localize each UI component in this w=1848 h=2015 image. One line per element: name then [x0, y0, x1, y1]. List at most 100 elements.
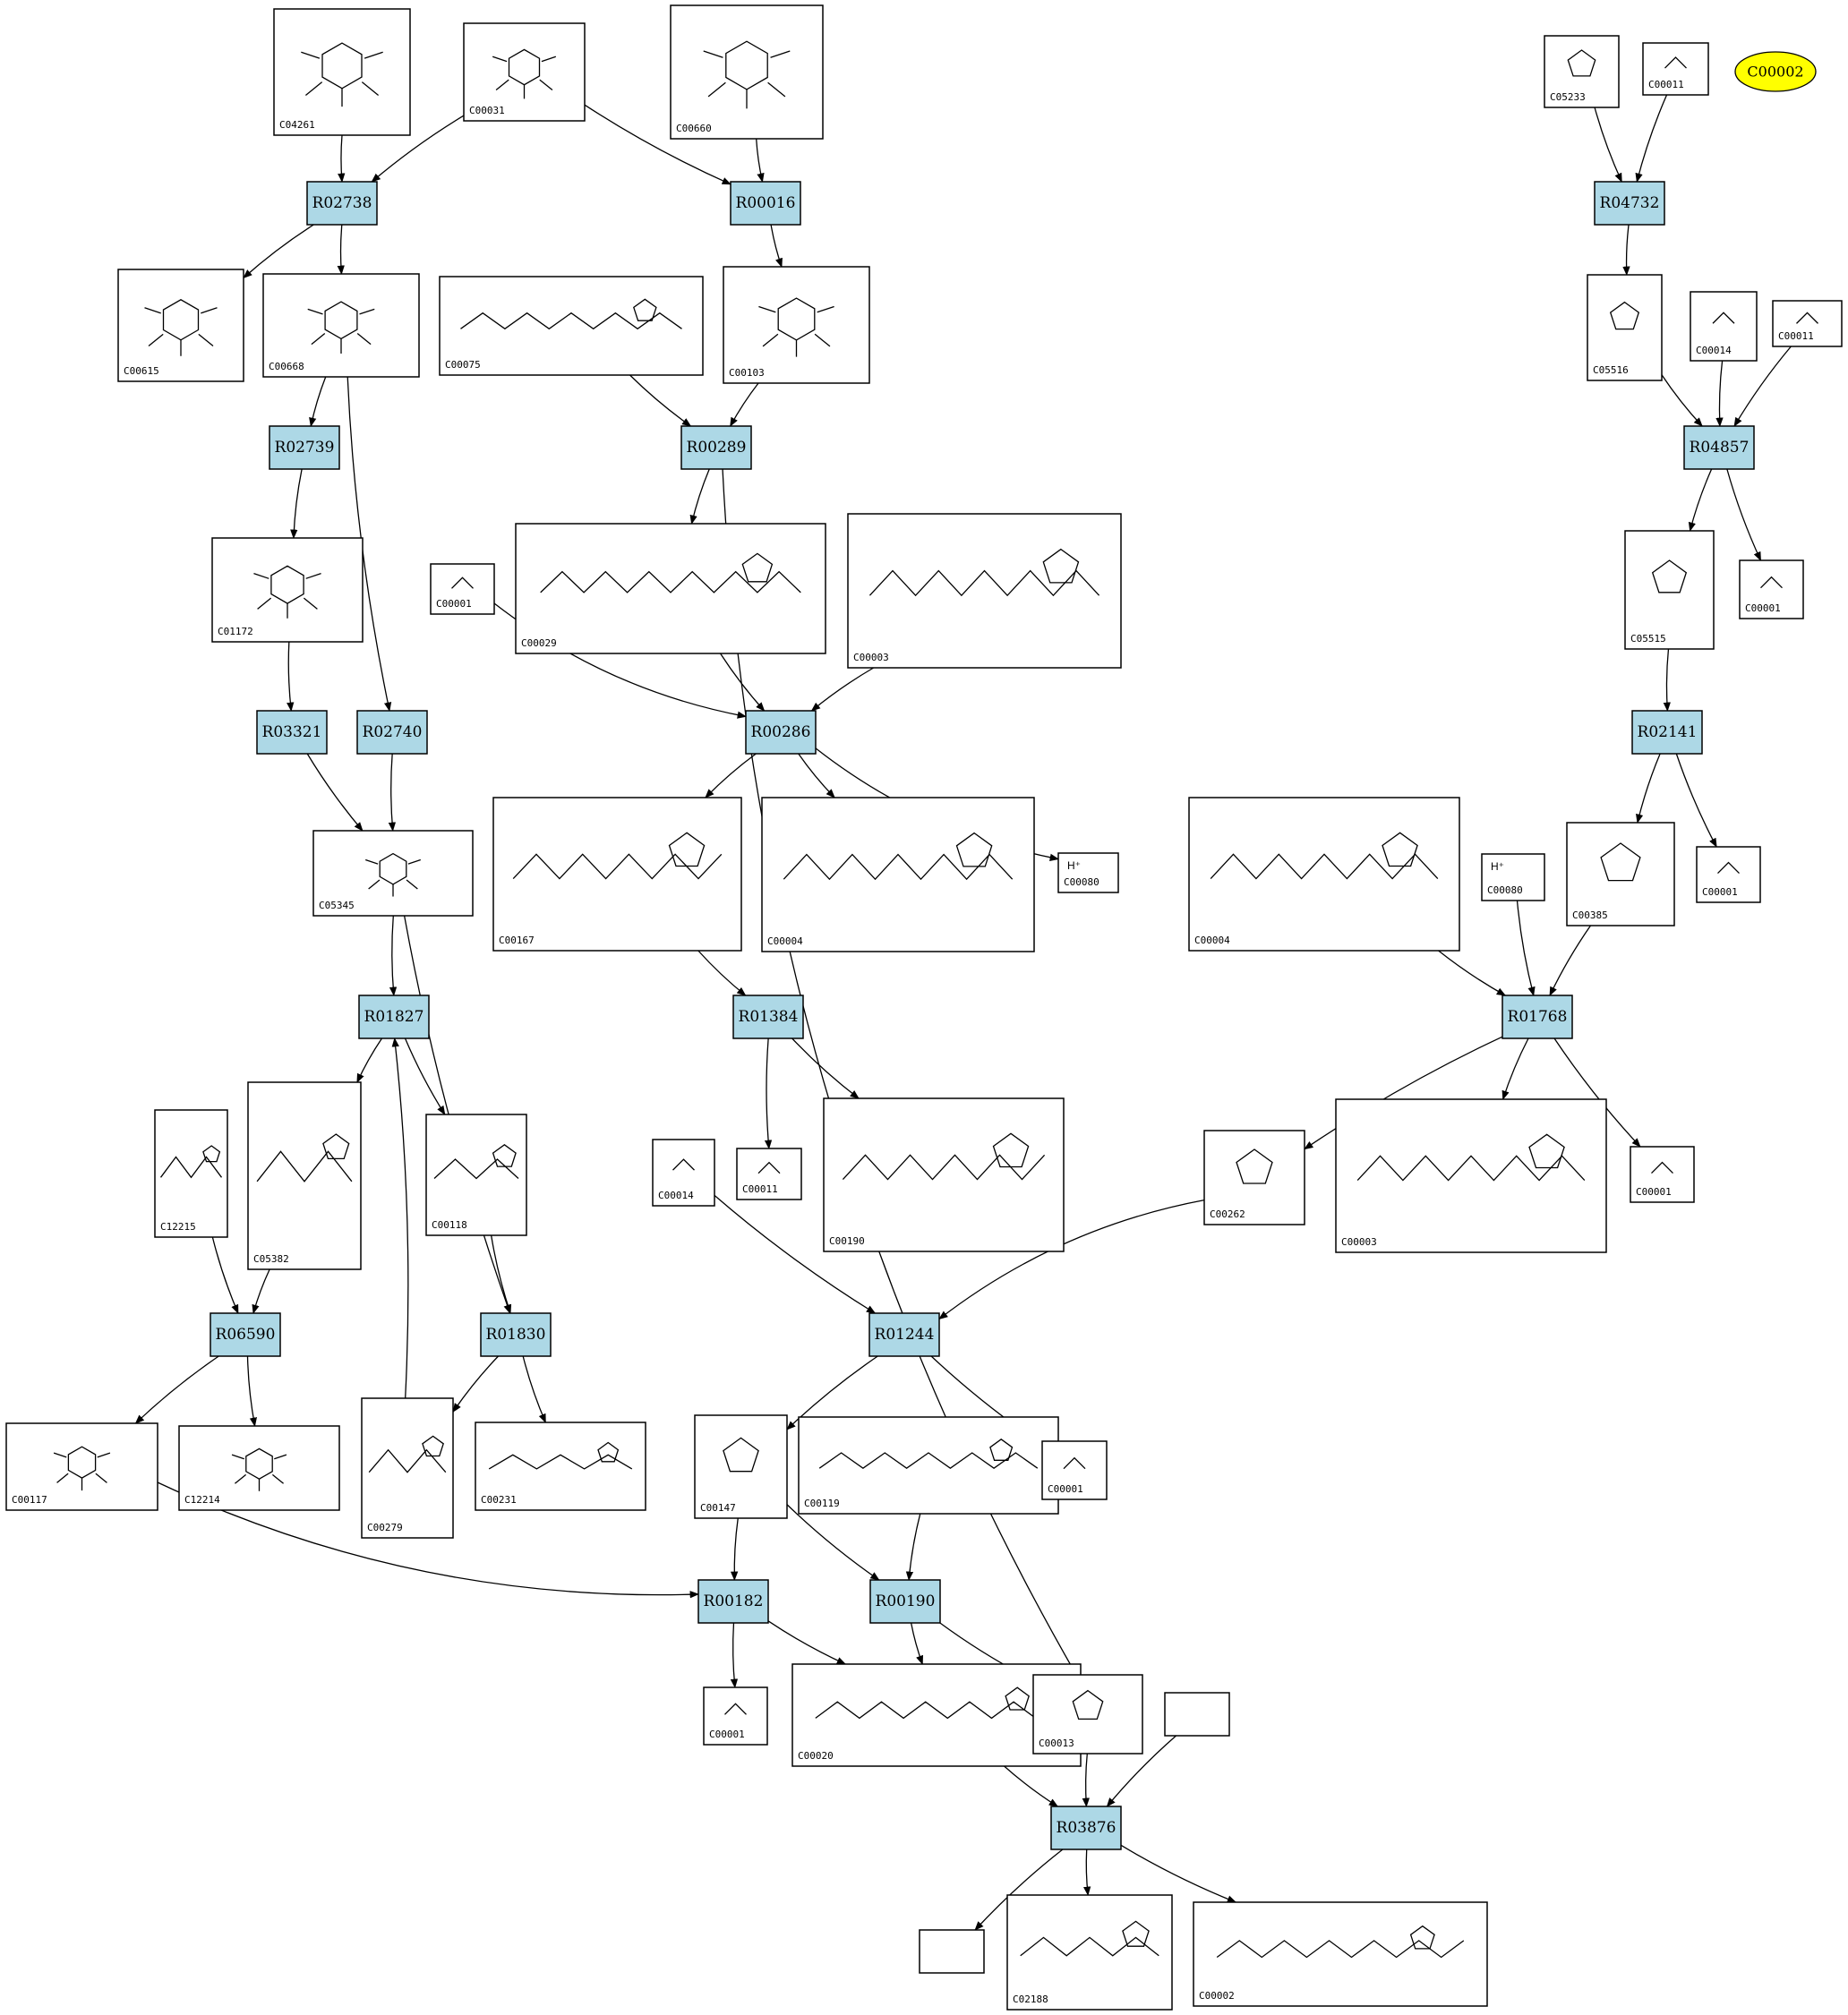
highlight-ellipse — [1734, 51, 1817, 92]
compound-node[interactable]: C05233 — [1544, 35, 1620, 108]
compound-node[interactable]: C00011 — [736, 1148, 802, 1200]
compound-id: C00615 — [124, 365, 159, 377]
reaction-id: R06590 — [216, 1326, 276, 1344]
reaction-node[interactable]: R01768 — [1502, 995, 1573, 1039]
reaction-node[interactable]: R04732 — [1594, 181, 1665, 226]
reaction-node[interactable]: R03321 — [256, 710, 328, 755]
reaction-node[interactable]: R06590 — [210, 1312, 281, 1357]
compound-node[interactable]: C00262 — [1203, 1130, 1305, 1225]
compound-node[interactable]: C00615 — [117, 269, 244, 382]
reaction-node[interactable]: R02740 — [356, 710, 428, 755]
compound-node[interactable]: C00660 — [670, 4, 824, 140]
chain-structure — [488, 1454, 633, 1470]
edge-arrow — [1549, 925, 1592, 996]
compound-node[interactable]: C00003 — [1335, 1098, 1607, 1253]
compound-node[interactable]: C00279 — [361, 1397, 454, 1539]
compound-node[interactable]: C05382 — [247, 1081, 362, 1270]
compound-node[interactable]: C00013 — [1032, 1674, 1143, 1755]
compound-node[interactable]: C00001 — [703, 1686, 768, 1746]
compound-box — [919, 1929, 985, 1974]
compound-node[interactable]: C00385 — [1566, 822, 1675, 926]
edge-arrow — [1635, 94, 1668, 184]
reaction-node[interactable]: R01830 — [480, 1312, 552, 1357]
reaction-node[interactable]: R01244 — [868, 1312, 940, 1357]
reaction-node[interactable]: R04857 — [1683, 425, 1755, 470]
compound-box — [1690, 291, 1758, 362]
reaction-box — [358, 995, 430, 1039]
edge-arrow — [798, 753, 835, 798]
bond — [406, 879, 418, 890]
reaction-node[interactable]: R00286 — [745, 710, 817, 755]
compound-id: C00118 — [432, 1219, 467, 1231]
reaction-node[interactable]: R02141 — [1631, 710, 1703, 755]
compound-node[interactable]: C00075 — [439, 276, 704, 376]
compound-node[interactable]: C01172 — [211, 537, 364, 643]
compound-node[interactable]: C00001 — [1739, 559, 1804, 619]
bond — [364, 51, 383, 59]
compound-node[interactable] — [1164, 1692, 1230, 1737]
compound-node[interactable]: C00011 — [1642, 42, 1709, 96]
compound-node[interactable]: C00231 — [475, 1422, 646, 1511]
compound-node[interactable]: C00014 — [1690, 291, 1758, 362]
reaction-node[interactable]: R00190 — [869, 1579, 941, 1624]
compound-node[interactable]: C00004 — [1188, 797, 1460, 952]
reaction-node[interactable]: R02739 — [269, 425, 340, 470]
reaction-id: R03321 — [262, 723, 322, 741]
compound-glyph: H⁺ — [1491, 860, 1504, 873]
edge-arrow — [714, 1194, 877, 1314]
compound-id: C12214 — [184, 1494, 220, 1506]
compound-node[interactable]: C12215 — [154, 1109, 228, 1238]
compound-id: C00014 — [658, 1190, 694, 1201]
ring-structure — [1072, 1689, 1104, 1720]
compound-node[interactable]: C00001 — [1696, 846, 1761, 903]
reaction-node[interactable]: R01827 — [358, 995, 430, 1039]
compound-node[interactable]: C00167 — [492, 797, 742, 952]
compound-node[interactable]: C00029 — [515, 523, 826, 654]
compound-box — [178, 1425, 340, 1511]
compound-node[interactable]: C00031 — [463, 22, 586, 122]
chain-structure — [256, 1150, 353, 1183]
compound-node[interactable]: C04261 — [273, 8, 411, 136]
compound-node[interactable]: C00002 — [1193, 1901, 1488, 2007]
reaction-node[interactable]: R00289 — [680, 425, 752, 470]
compound-node[interactable]: H⁺C00080 — [1481, 853, 1545, 901]
reaction-node[interactable]: R02738 — [306, 181, 378, 226]
compound-node[interactable]: C12214 — [178, 1425, 340, 1511]
compound-node[interactable]: C00001 — [1630, 1146, 1695, 1203]
compound-node[interactable]: C00119 — [798, 1416, 1059, 1515]
bond — [724, 1703, 747, 1715]
ring-structure — [1042, 548, 1080, 584]
compound-node[interactable]: C05345 — [312, 830, 474, 917]
compound-node[interactable]: C00117 — [5, 1422, 158, 1511]
edge-arrow — [309, 376, 327, 428]
bond — [703, 50, 723, 58]
compound-node[interactable]: C05516 — [1587, 274, 1663, 381]
compound-node[interactable]: C02188 — [1006, 1894, 1173, 2011]
compound-node[interactable]: C00003 — [847, 513, 1122, 669]
compound-node[interactable]: C00147 — [694, 1414, 788, 1519]
compound-node[interactable]: C00014 — [652, 1139, 715, 1207]
compound-node[interactable]: C00011 — [1772, 300, 1843, 347]
compound-node[interactable]: C00004 — [761, 797, 1035, 952]
reaction-node[interactable]: R01384 — [732, 995, 804, 1039]
compound-node[interactable]: C00001 — [1041, 1440, 1108, 1500]
compound-node[interactable] — [919, 1929, 985, 1974]
reaction-box — [1502, 995, 1573, 1039]
compound-node[interactable]: C00118 — [425, 1114, 527, 1236]
compound-node[interactable]: C05515 — [1624, 530, 1715, 650]
reaction-node[interactable]: R03876 — [1050, 1806, 1122, 1850]
ring-structure — [633, 298, 657, 321]
compound-node[interactable]: C00103 — [723, 266, 870, 384]
ring-structure — [1567, 49, 1596, 77]
edge-arrow — [974, 1849, 1064, 1931]
bond — [304, 81, 323, 96]
reaction-node[interactable]: R00016 — [730, 181, 801, 226]
reaction-node[interactable]: R00182 — [697, 1579, 769, 1624]
highlighted-compound[interactable]: C00002 — [1734, 51, 1817, 92]
compound-node[interactable]: C00001 — [430, 563, 495, 615]
compound-node[interactable]: C00668 — [262, 273, 420, 378]
compound-node[interactable]: H⁺C00080 — [1057, 852, 1119, 893]
compound-id: C05345 — [319, 900, 355, 911]
compound-node[interactable]: C00190 — [823, 1097, 1065, 1252]
bond — [301, 51, 321, 59]
